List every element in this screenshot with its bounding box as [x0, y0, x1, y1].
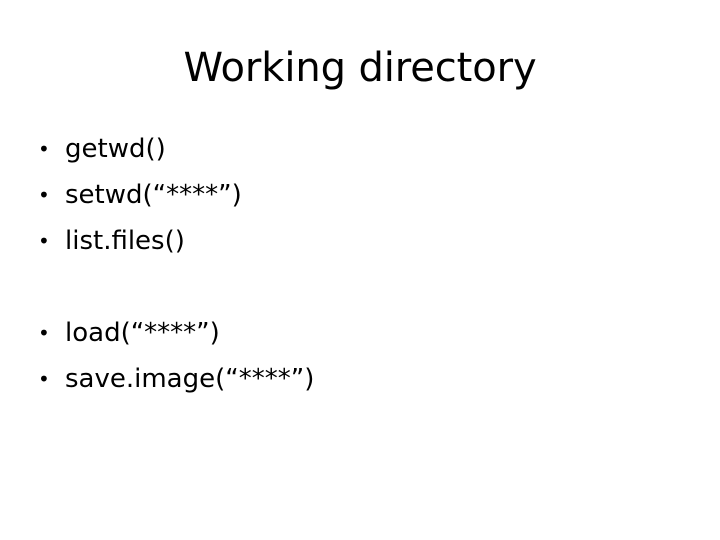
bullet-group-spacer — [38, 264, 688, 310]
list-item-label: save.image(“****”) — [65, 364, 315, 394]
list-item-label: list.files() — [65, 226, 185, 256]
bullet-icon: • — [38, 137, 50, 161]
page-title: Working directory — [183, 45, 537, 91]
list-item-label: setwd(“****”) — [65, 180, 242, 210]
list-item: • list.files() — [38, 218, 688, 264]
bullet-icon: • — [38, 183, 50, 207]
bullet-group-working-directory-commands: • getwd() • setwd(“****”) • list.files() — [38, 126, 688, 264]
bullet-group-workspace-commands: • load(“****”) • save.image(“****”) — [38, 310, 688, 402]
list-item: • setwd(“****”) — [38, 172, 688, 218]
list-item: • getwd() — [38, 126, 688, 172]
list-item-label: getwd() — [65, 134, 166, 164]
list-item: • load(“****”) — [38, 310, 688, 356]
bullet-icon: • — [38, 321, 50, 345]
bullet-icon: • — [38, 229, 50, 253]
bullet-icon: • — [38, 367, 50, 391]
slide-body: • getwd() • setwd(“****”) • list.files()… — [38, 126, 688, 402]
list-item-label: load(“****”) — [65, 318, 220, 348]
list-item: • save.image(“****”) — [38, 356, 688, 402]
